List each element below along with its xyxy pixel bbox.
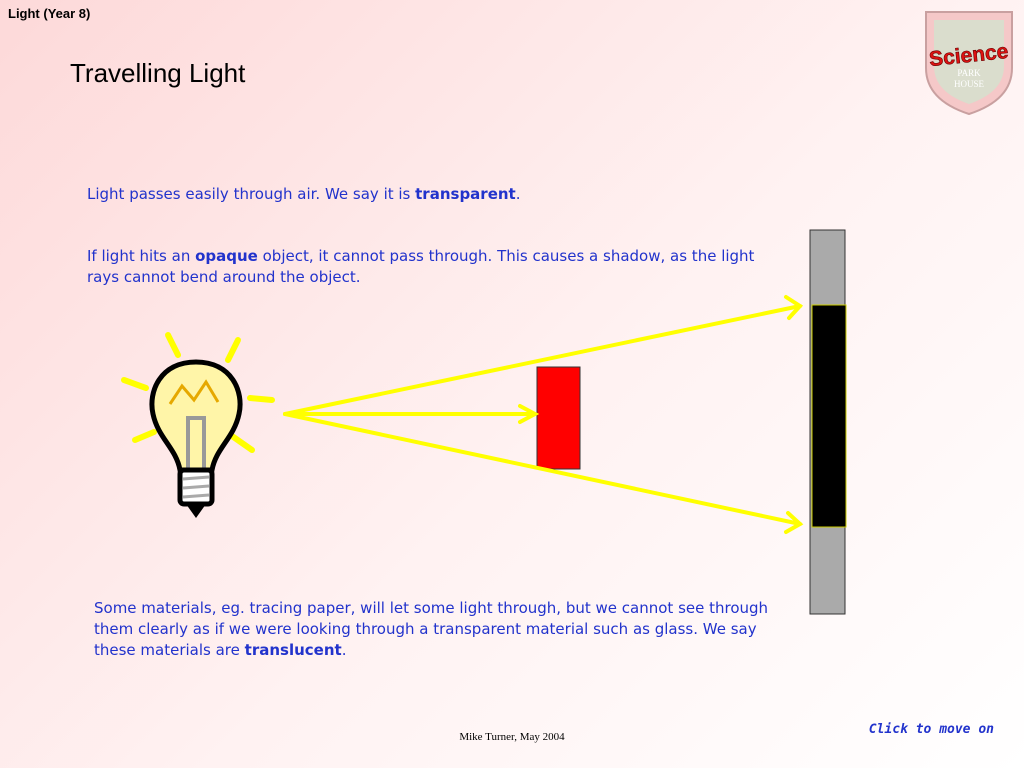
- light-bulb-icon: [121, 332, 275, 518]
- paragraph-opaque: If light hits an opaque object, it canno…: [87, 247, 755, 286]
- term-translucent: translucent: [244, 641, 342, 659]
- science-shield-icon: Science PARK HOUSE: [925, 11, 1013, 116]
- badge-sub-text-2: HOUSE: [954, 79, 985, 89]
- opaque-object: [536, 366, 581, 470]
- paragraph-transparent: Light passes easily through air. We say …: [87, 185, 521, 203]
- light-ray-bottom: [283, 412, 802, 526]
- light-ray-top: [283, 304, 802, 416]
- ray-arrowhead-middle: [518, 404, 540, 424]
- paragraph-translucent: Some materials, eg. tracing paper, will …: [94, 599, 769, 659]
- slide-title: Travelling Light: [70, 58, 246, 88]
- next-slide-link[interactable]: Click to move on: [868, 722, 994, 737]
- footer-credit: Mike Turner, May 2004: [459, 731, 565, 743]
- ray-arrowhead-top: [784, 295, 804, 320]
- term-transparent: transparent: [415, 185, 516, 203]
- shadow-region: [811, 304, 847, 528]
- header-label: Light (Year 8): [8, 6, 91, 21]
- badge-sub-text-1: PARK: [957, 68, 981, 78]
- ray-arrowhead-bottom: [784, 511, 804, 534]
- term-opaque: opaque: [195, 247, 258, 265]
